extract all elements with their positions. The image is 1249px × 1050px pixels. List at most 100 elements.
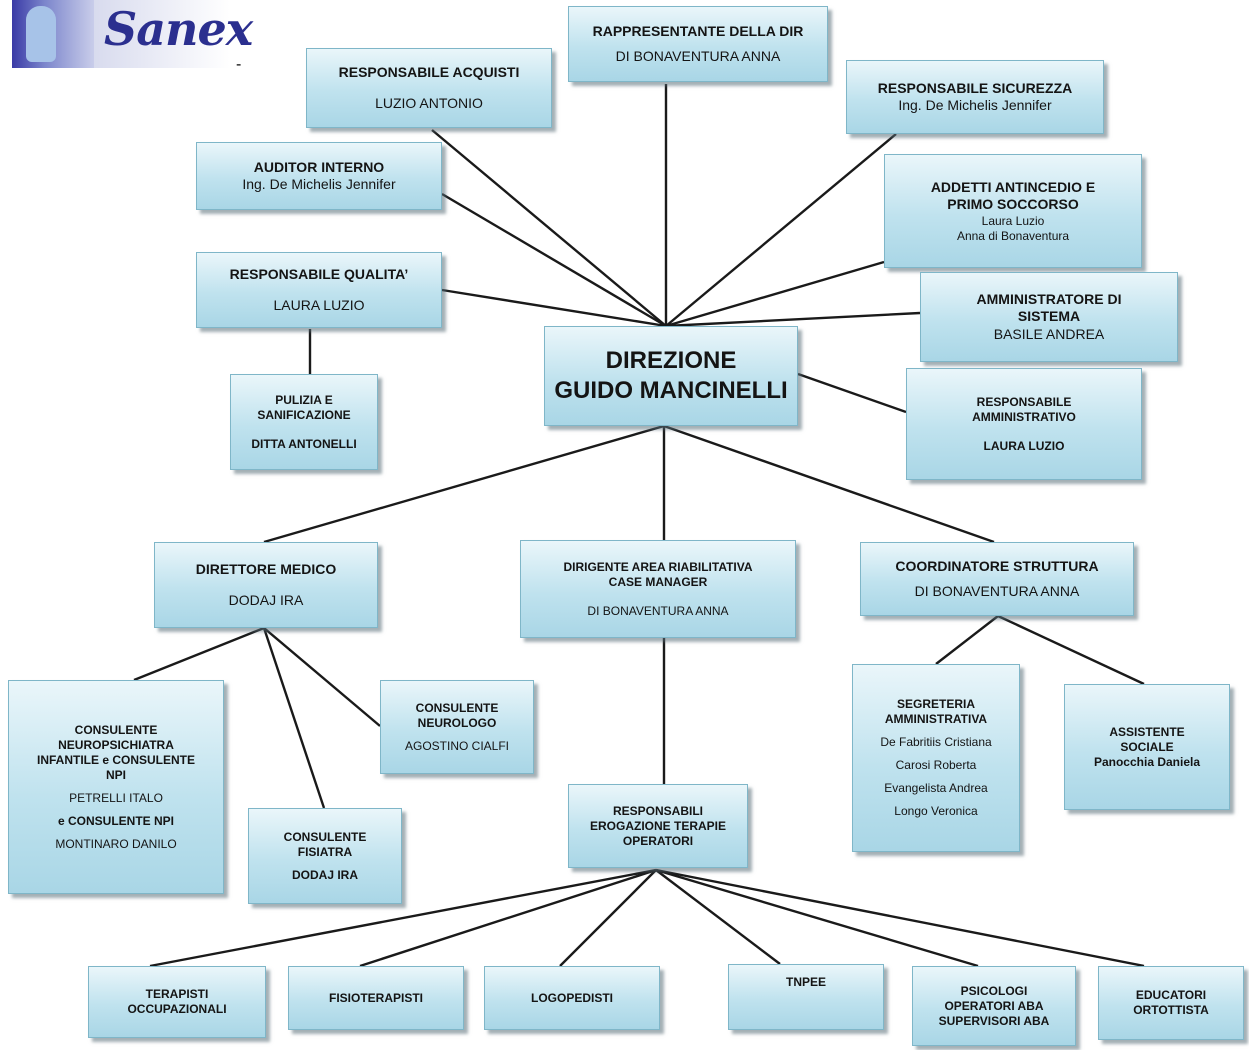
connector-neurologo bbox=[263, 627, 381, 727]
node-segreteria-person-3: Evangelista Andrea bbox=[884, 781, 988, 795]
node-erogazione-line-1: RESPONSABILI bbox=[612, 803, 703, 818]
node-direzione-person: GUIDO MANCINELLI bbox=[554, 377, 788, 404]
node-logopedisti-label: LOGOPEDISTI bbox=[530, 990, 613, 1005]
node-direttore-medico-title: DIRETTORE MEDICO bbox=[195, 560, 337, 577]
sanex-logo: Sanex bbox=[12, 0, 253, 68]
node-occupazionali: TERAPISTI OCCUPAZIONALI bbox=[88, 966, 266, 1038]
node-direttore-medico: DIRETTORE MEDICO DODAJ IRA bbox=[154, 542, 378, 628]
node-amministrativo-title-2: AMMINISTRATIVO bbox=[972, 409, 1076, 424]
node-sicurezza-person: Ing. De Michelis Jennifer bbox=[898, 97, 1052, 113]
node-tnpee-label: TNPEE bbox=[785, 975, 826, 989]
connector-logopedisti bbox=[559, 869, 657, 967]
connector-psicologi bbox=[655, 868, 979, 968]
connector-acquisti bbox=[431, 129, 667, 327]
node-pulizia-title-1: PULIZIA E bbox=[275, 392, 333, 407]
node-pulizia-person: DITTA ANTONELLI bbox=[251, 436, 357, 451]
node-addetti-title-1: ADDETTI ANTINCEDIO E bbox=[930, 178, 1096, 195]
node-occupazionali-line-1: TERAPISTI bbox=[145, 987, 209, 1001]
node-amministrativo-title-1: RESPONSABILE bbox=[976, 394, 1072, 409]
node-direzione-title: DIREZIONE bbox=[605, 347, 737, 374]
connector-educatori bbox=[655, 868, 1145, 968]
node-amministratore: AMMINISTRATORE DI SISTEMA BASILE ANDREA bbox=[920, 272, 1178, 362]
node-erogazione-line-3: OPERATORI bbox=[622, 833, 694, 848]
node-acquisti: RESPONSABILE ACQUISTI LUZIO ANTONIO bbox=[306, 48, 552, 128]
node-auditor: AUDITOR INTERNO Ing. De Michelis Jennife… bbox=[196, 142, 442, 210]
node-amministratore-title-2: SISTEMA bbox=[1017, 308, 1081, 325]
node-acquisti-person: LUZIO ANTONIO bbox=[375, 95, 483, 111]
node-fisiatra: CONSULENTE FISIATRA DODAJ IRA bbox=[248, 808, 402, 904]
node-segreteria-person-2: Carosi Roberta bbox=[895, 758, 977, 772]
node-direttore-medico-person: DODAJ IRA bbox=[228, 592, 304, 608]
node-addetti: ADDETTI ANTINCEDIO E PRIMO SOCCORSO Laur… bbox=[884, 154, 1142, 268]
node-segreteria-person-1: De Fabritiis Cristiana bbox=[880, 735, 992, 749]
node-sicurezza: RESPONSABILE SICUREZZA Ing. De Michelis … bbox=[846, 60, 1104, 134]
node-assistente-title-2: SOCIALE bbox=[1120, 739, 1174, 754]
node-qualita-person: LAURA LUZIO bbox=[273, 297, 365, 313]
node-dirigente-person: DI BONAVENTURA ANNA bbox=[587, 603, 729, 618]
node-amministrativo-person: LAURA LUZIO bbox=[983, 438, 1065, 453]
node-npi-line-1: CONSULENTE bbox=[74, 722, 158, 737]
node-qualita: RESPONSABILE QUALITA’ LAURA LUZIO bbox=[196, 252, 442, 328]
node-npi-person-2: MONTINARO DANILO bbox=[55, 836, 177, 851]
node-tnpee: TNPEE bbox=[728, 964, 884, 1030]
node-rappresentante-title: RAPPRESENTANTE DELLA DIR bbox=[592, 22, 804, 39]
node-rappresentante-person: DI BONAVENTURA ANNA bbox=[615, 48, 781, 64]
node-erogazione: RESPONSABILI EROGAZIONE TERAPIE OPERATOR… bbox=[568, 784, 748, 868]
node-npi-person-1: PETRELLI ITALO bbox=[69, 790, 163, 805]
node-fisioterapisti-label: FISIOTERAPISTI bbox=[328, 990, 423, 1005]
node-sicurezza-title: RESPONSABILE SICUREZZA bbox=[877, 79, 1073, 96]
node-npi-line-3: INFANTILE e CONSULENTE bbox=[36, 752, 195, 767]
node-psicologi: PSICOLOGI OPERATORI ABA SUPERVISORI ABA bbox=[912, 966, 1076, 1046]
node-coordinatore: COORDINATORE STRUTTURA DI BONAVENTURA AN… bbox=[860, 542, 1134, 616]
node-psicologi-line-1: PSICOLOGI bbox=[960, 983, 1028, 998]
connector-segreteria bbox=[935, 615, 999, 665]
node-amministratore-title-1: AMMINISTRATORE DI bbox=[976, 290, 1122, 307]
node-fisiatra-title-1: CONSULENTE bbox=[283, 829, 367, 844]
connector-fisiatra bbox=[262, 627, 326, 809]
node-educatori-line-1: EDUCATORI bbox=[1135, 988, 1207, 1002]
connector-auditor bbox=[441, 192, 667, 328]
node-auditor-title: AUDITOR INTERNO bbox=[253, 158, 385, 175]
connector-assistente bbox=[997, 614, 1145, 686]
logo-gradient-tail bbox=[94, 0, 230, 68]
node-occupazionali-line-2: OCCUPAZIONALI bbox=[127, 1002, 227, 1016]
node-neurologo: CONSULENTE NEUROLOGO AGOSTINO CIALFI bbox=[380, 680, 534, 774]
connector-direttore bbox=[263, 424, 665, 544]
logo-figure-icon bbox=[26, 6, 56, 62]
connector-qualita bbox=[441, 288, 667, 328]
node-educatori-line-2: ORTOTTISTA bbox=[1133, 1003, 1209, 1017]
node-amministrativo: RESPONSABILE AMMINISTRATIVO LAURA LUZIO bbox=[906, 368, 1142, 480]
connector-tnpee bbox=[655, 869, 781, 965]
node-direzione: DIREZIONE GUIDO MANCINELLI bbox=[544, 326, 798, 426]
node-qualita-title: RESPONSABILE QUALITA’ bbox=[229, 265, 409, 282]
connector-amministrativo bbox=[797, 372, 907, 414]
node-fisioterapisti: FISIOTERAPISTI bbox=[288, 966, 464, 1030]
node-addetti-title-2: PRIMO SOCCORSO bbox=[947, 196, 1079, 212]
connector-fisioterapisti bbox=[359, 868, 657, 968]
node-assistente-person: Panocchia Daniela bbox=[1093, 754, 1201, 769]
node-assistente: ASSISTENTE SOCIALE Panocchia Daniela bbox=[1064, 684, 1230, 810]
node-npi-line-5: e CONSULENTE NPI bbox=[57, 813, 174, 828]
node-segreteria-person-4: Longo Veronica bbox=[894, 804, 978, 818]
node-neurologo-title-2: NEUROLOGO bbox=[417, 715, 497, 730]
node-logopedisti: LOGOPEDISTI bbox=[484, 966, 660, 1030]
node-assistente-title-1: ASSISTENTE bbox=[1109, 724, 1185, 739]
node-dirigente-title-2: CASE MANAGER bbox=[608, 574, 708, 589]
node-coordinatore-title: COORDINATORE STRUTTURA bbox=[895, 557, 1099, 574]
node-addetti-person-2: Anna di Bonaventura bbox=[956, 228, 1070, 243]
connector-npi bbox=[133, 626, 265, 682]
node-pulizia: PULIZIA E SANIFICAZIONE DITTA ANTONELLI bbox=[230, 374, 378, 470]
logo-text: Sanex bbox=[104, 2, 253, 56]
node-dirigente: DIRIGENTE AREA RIABILITATIVA CASE MANAGE… bbox=[520, 540, 796, 638]
connector-addetti bbox=[665, 260, 885, 328]
connector-amministratore bbox=[665, 311, 921, 328]
node-auditor-person: Ing. De Michelis Jennifer bbox=[242, 176, 396, 192]
node-pulizia-title-2: SANIFICAZIONE bbox=[257, 407, 351, 422]
node-erogazione-line-2: EROGAZIONE TERAPIE bbox=[589, 818, 726, 833]
node-npi-line-4: NPI bbox=[105, 767, 126, 782]
node-psicologi-line-2: OPERATORI ABA bbox=[944, 998, 1044, 1013]
node-segreteria-title-2: AMMINISTRATIVA bbox=[884, 712, 988, 726]
node-coordinatore-person: DI BONAVENTURA ANNA bbox=[914, 583, 1080, 599]
node-acquisti-title: RESPONSABILE ACQUISTI bbox=[338, 63, 520, 80]
connector-sicurezza bbox=[665, 133, 897, 327]
